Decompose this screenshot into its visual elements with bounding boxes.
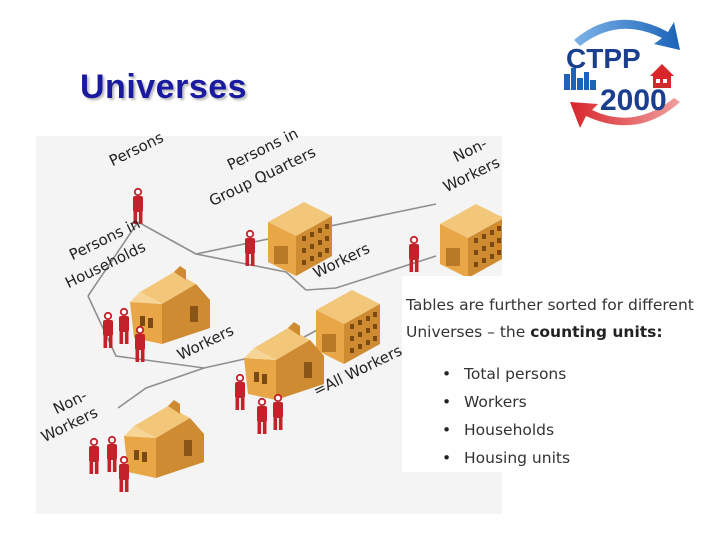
person-icon [88, 437, 100, 475]
logo-city-icon [564, 68, 596, 90]
person-icon [118, 307, 130, 345]
diagram-connector-lines [87, 203, 437, 409]
person-icon [244, 229, 256, 267]
counting-units-box: Tables are further sorted for different … [402, 276, 710, 472]
workers-gq-building-icon [316, 290, 380, 364]
person-icon [256, 397, 268, 435]
counting-units-list: Total persons Workers Households Housing… [442, 360, 570, 472]
logo-bottom-text: 2000 [600, 84, 667, 117]
person-icon [118, 455, 130, 493]
person-icon [106, 435, 118, 473]
person-icon [234, 373, 246, 411]
non-workers-house-icon [124, 400, 204, 478]
person-icon [408, 235, 420, 273]
diagram-drawing [87, 187, 502, 493]
non-workers-gq-building-icon [440, 204, 502, 278]
logo-blue-arrow-icon [574, 19, 680, 50]
person-icon [134, 325, 146, 363]
person-icon [102, 311, 114, 349]
list-item: Workers [442, 388, 570, 416]
slide-title: Universes [80, 68, 248, 106]
counting-units-intro: Tables are further sorted for different … [406, 292, 710, 346]
list-item: Total persons [442, 360, 570, 388]
list-item: Housing units [442, 444, 570, 472]
logo-top-text: CTPP [566, 43, 641, 74]
logo-house-icon [650, 64, 674, 88]
person-icon [272, 393, 284, 431]
logo-red-arrow-icon [570, 98, 680, 128]
ctpp-2000-logo: CTPP 2000 [564, 19, 680, 128]
list-item: Households [442, 416, 570, 444]
intro-line1: Tables are further sorted for different [406, 296, 694, 314]
intro-line2-prefix: Universes – the [406, 323, 531, 341]
intro-line2-bold: counting units: [530, 323, 663, 341]
